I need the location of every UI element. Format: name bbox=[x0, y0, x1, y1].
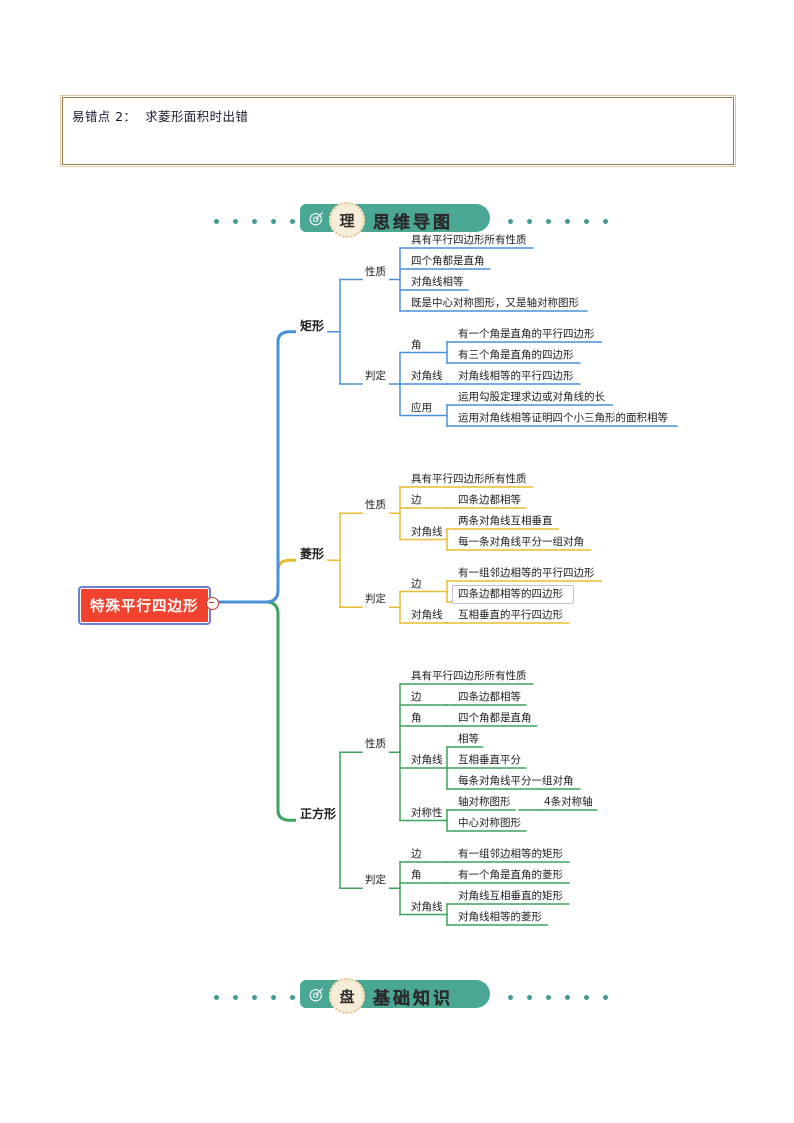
mindmap-leaf[interactable]: 对角线互相垂直的矩形 bbox=[458, 890, 563, 902]
mindmap-group-label[interactable]: 判定 bbox=[365, 874, 386, 887]
mindmap-sub-label[interactable]: 边 bbox=[411, 494, 422, 506]
banner-title-top: 思维导图 bbox=[373, 213, 453, 233]
mindmap-group-label[interactable]: 判定 bbox=[365, 593, 386, 606]
mindmap-leaf[interactable]: 四个角都是直角 bbox=[458, 712, 532, 724]
mindmap-sub-label[interactable]: 对称性 bbox=[411, 806, 443, 819]
mindmap-sub-label[interactable]: 对角线 bbox=[411, 754, 443, 766]
banner-badge-bottom: 盘 bbox=[329, 978, 365, 1014]
mindmap-sub-label[interactable]: 边 bbox=[411, 577, 422, 590]
collapse-toggle-icon[interactable] bbox=[205, 597, 219, 610]
mindmap-leaf[interactable]: 运用勾股定理求边或对角线的长 bbox=[458, 391, 605, 403]
mindmap-leaf[interactable]: 对角线相等 bbox=[411, 276, 464, 288]
mindmap-group-label[interactable]: 性质 bbox=[365, 265, 386, 278]
mindmap-connectors bbox=[217, 247, 678, 926]
section-banner-top: 理 思维导图 bbox=[0, 199, 794, 243]
mindmap-leaf[interactable]: 四条边都相等 bbox=[458, 691, 521, 703]
target-icon bbox=[309, 988, 323, 1002]
section-banner-bottom: 盘 基础知识 bbox=[0, 975, 794, 1019]
target-icon bbox=[309, 212, 323, 226]
mindmap-leaf[interactable]: 运用对角线相等证明四个小三角形的面积相等 bbox=[458, 412, 668, 424]
mindmap-sub-label[interactable]: 角 bbox=[411, 869, 422, 881]
mindmap-leaf[interactable]: 具有平行四边形所有性质 bbox=[411, 670, 527, 682]
mindmap-leaf[interactable]: 具有平行四边形所有性质 bbox=[411, 234, 527, 246]
mindmap-leaf[interactable]: 有一组邻边相等的平行四边形 bbox=[458, 567, 595, 579]
mindmap-sub-label[interactable]: 角 bbox=[411, 712, 422, 724]
mindmap-leaf[interactable]: 四条边都相等的四边形 bbox=[458, 588, 563, 600]
error-point-note-box: 易错点 2： 求菱形面积时出错 bbox=[60, 95, 736, 167]
mindmap-leaf[interactable]: 有三个角是直角的四边形 bbox=[458, 349, 574, 361]
mindmap-leaf[interactable]: 有一个角是直角的平行四边形 bbox=[458, 328, 595, 340]
mindmap-group-label[interactable]: 判定 bbox=[365, 370, 386, 382]
banner-dots-right-bottom bbox=[508, 995, 608, 1000]
mindmap-leaf[interactable]: 有一组邻边相等的矩形 bbox=[458, 848, 563, 860]
mindmap-leaf-selected[interactable] bbox=[452, 585, 574, 604]
banner-title-bottom: 基础知识 bbox=[373, 989, 453, 1009]
mindmap-branch-title[interactable]: 矩形 bbox=[300, 318, 325, 333]
mindmap-leaf[interactable]: 相等 bbox=[458, 733, 479, 745]
mindmap-leaf[interactable]: 对角线相等的平行四边形 bbox=[458, 370, 574, 382]
mindmap-leaf[interactable]: 每一条对角线平分一组对角 bbox=[458, 536, 584, 548]
mindmap-leaf[interactable]: 轴对称图形 bbox=[458, 796, 511, 808]
mindmap-sub-label[interactable]: 对角线 bbox=[411, 525, 443, 538]
mindmap-sub-label[interactable]: 应用 bbox=[411, 401, 432, 414]
mindmap-group-label[interactable]: 性质 bbox=[365, 738, 386, 751]
mindmap-leaf-extra[interactable]: 4条对称轴 bbox=[544, 796, 593, 808]
mindmap-branch-title[interactable]: 菱形 bbox=[300, 547, 325, 562]
banner-dots-right bbox=[508, 219, 608, 224]
mindmap-sub-label[interactable]: 对角线 bbox=[411, 609, 443, 621]
mindmap-leaf[interactable]: 有一个角是直角的菱形 bbox=[458, 869, 563, 881]
mindmap-group-label[interactable]: 性质 bbox=[365, 499, 386, 512]
mindmap-leaf[interactable]: 对角线相等的菱形 bbox=[458, 911, 542, 923]
mindmap-sub-label[interactable]: 边 bbox=[411, 691, 422, 703]
mindmap-leaf[interactable]: 既是中心对称图形，又是轴对称图形 bbox=[411, 297, 579, 309]
mindmap-leaf[interactable]: 四个角都是直角 bbox=[411, 255, 485, 267]
banner-badge-top: 理 bbox=[329, 202, 365, 238]
mindmap-leaf[interactable]: 具有平行四边形所有性质 bbox=[411, 473, 527, 485]
mindmap-sub-label[interactable]: 对角线 bbox=[411, 900, 443, 913]
mindmap-leaf[interactable]: 每条对角线平分一组对角 bbox=[458, 775, 574, 787]
mindmap-root-node[interactable]: 特殊平行四边形 bbox=[78, 586, 211, 625]
mindmap-sub-label[interactable]: 边 bbox=[411, 848, 422, 860]
mindmap-leaf[interactable]: 中心对称图形 bbox=[458, 817, 521, 829]
mindmap-leaf[interactable]: 两条对角线互相垂直 bbox=[458, 515, 553, 527]
mindmap-leaf[interactable]: 互相垂直平分 bbox=[458, 754, 521, 766]
mindmap-sub-label[interactable]: 角 bbox=[411, 338, 422, 351]
mindmap-branch-title[interactable]: 正方形 bbox=[300, 807, 337, 822]
error-point-note-text: 易错点 2： 求菱形面积时出错 bbox=[72, 109, 249, 124]
mindmap-leaf[interactable]: 四条边都相等 bbox=[458, 494, 521, 506]
mindmap: 具有平行四边形所有性质四个角都是直角对角线相等既是中心对称图形，又是轴对称图形性… bbox=[0, 185, 794, 1015]
mindmap-leaf[interactable]: 互相垂直的平行四边形 bbox=[458, 609, 563, 621]
mindmap-sub-label[interactable]: 对角线 bbox=[411, 370, 443, 382]
